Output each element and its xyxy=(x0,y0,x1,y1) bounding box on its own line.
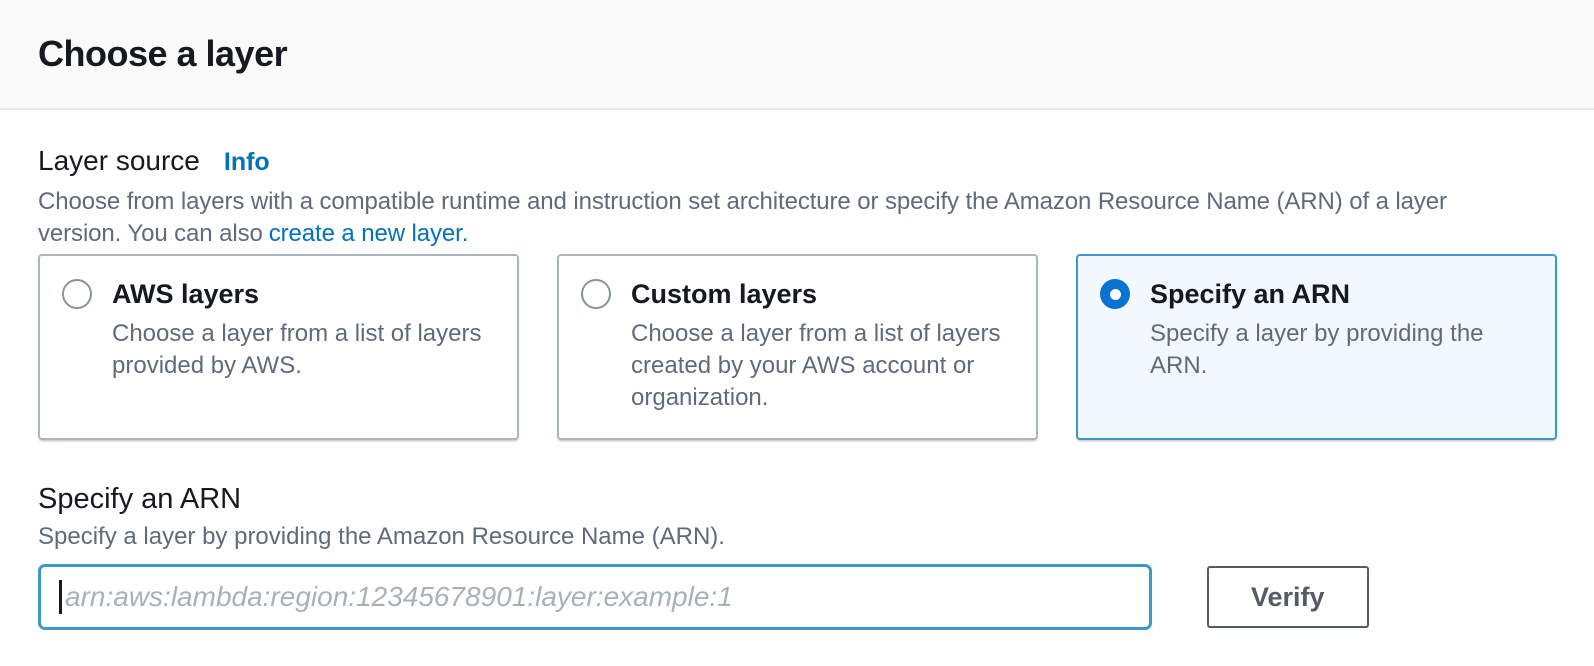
tile-specify-arn[interactable]: Specify an ARN Specify a layer by provid… xyxy=(1076,254,1557,440)
arn-input[interactable] xyxy=(38,564,1152,630)
tile-custom-layers-description: Choose a layer from a list of layers cre… xyxy=(631,320,1001,411)
tile-custom-layers-title: Custom layers xyxy=(631,279,818,309)
info-link[interactable]: Info xyxy=(223,148,270,176)
layer-source-description-line2: version. You can also xyxy=(38,220,263,247)
layer-source-description: Choose from layers with a compatible run… xyxy=(38,186,1556,250)
layer-source-label-row: Layer source Info xyxy=(38,144,1556,178)
tile-custom-layers-head: Custom layers xyxy=(581,278,1014,310)
tile-aws-layers-title: AWS layers xyxy=(112,279,260,309)
layer-source-description-line1: Choose from layers with a compatible run… xyxy=(38,188,1447,215)
tile-specify-arn-head: Specify an ARN xyxy=(1100,278,1533,310)
panel-header: Choose a layer xyxy=(0,0,1594,110)
verify-button[interactable]: Verify xyxy=(1207,566,1369,628)
arn-input-row: Verify xyxy=(38,564,1556,630)
radio-aws-layers[interactable] xyxy=(62,279,92,309)
specify-arn-section: Specify an ARN Specify a layer by provid… xyxy=(38,482,1556,630)
tile-aws-layers[interactable]: AWS layers Choose a layer from a list of… xyxy=(38,254,519,440)
tile-specify-arn-title: Specify an ARN xyxy=(1150,279,1351,309)
arn-input-wrapper xyxy=(38,564,1152,630)
specify-arn-description: Specify a layer by providing the Amazon … xyxy=(38,523,725,550)
page-title: Choose a layer xyxy=(38,33,288,74)
tile-aws-layers-head: AWS layers xyxy=(62,278,495,310)
layer-source-label: Layer source xyxy=(38,145,200,176)
text-cursor-caret xyxy=(59,580,62,614)
radio-custom-layers[interactable] xyxy=(581,279,611,309)
layer-source-tiles: AWS layers Choose a layer from a list of… xyxy=(38,254,1557,440)
tile-custom-layers[interactable]: Custom layers Choose a layer from a list… xyxy=(557,254,1038,440)
specify-arn-heading: Specify an ARN xyxy=(38,483,242,515)
tile-specify-arn-description: Specify a layer by providing the ARN. xyxy=(1150,320,1484,379)
radio-specify-arn-selected[interactable] xyxy=(1100,279,1130,309)
choose-layer-panel: Layer source Info Choose from layers wit… xyxy=(0,110,1594,630)
create-new-layer-link[interactable]: create a new layer. xyxy=(268,220,469,247)
tile-aws-layers-description: Choose a layer from a list of layers pro… xyxy=(112,320,482,379)
